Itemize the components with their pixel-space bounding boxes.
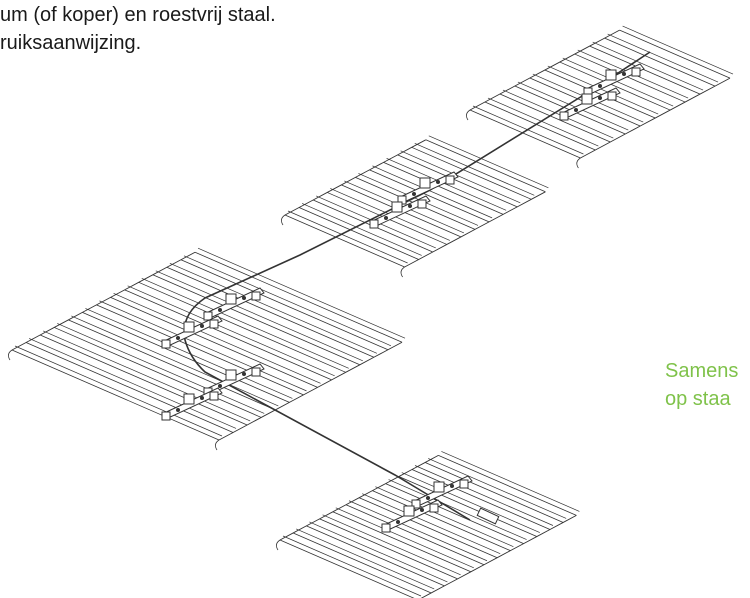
roof-clamp-2 bbox=[559, 87, 621, 121]
document-text-line-1: um (of koper) en roestvrij staal. bbox=[0, 4, 276, 26]
corrugated-roof-panels bbox=[8, 25, 734, 598]
wire-terminal bbox=[476, 507, 500, 525]
roof-clamp-10 bbox=[381, 499, 443, 533]
conductor-and-clamps bbox=[161, 51, 651, 533]
roof-panel-top-right bbox=[466, 25, 734, 169]
figure-caption-line-1: Samens bbox=[665, 360, 739, 382]
roof-clamp-4 bbox=[369, 195, 431, 229]
roof-clamp-8 bbox=[161, 387, 223, 421]
roof-panel-left bbox=[8, 247, 406, 451]
roof-clamp-6 bbox=[161, 315, 223, 349]
document-text-line-2: ruiksaanwijzing. bbox=[0, 32, 142, 54]
conductor-wire bbox=[183, 51, 651, 521]
roof-clamp-1 bbox=[583, 63, 645, 97]
roof-clamp-5 bbox=[203, 287, 265, 321]
roof-clamp-7 bbox=[203, 363, 265, 397]
figure-caption-line-2: op staa bbox=[665, 388, 731, 410]
roof-clamp-9 bbox=[411, 475, 473, 509]
roof-clamp-3 bbox=[397, 171, 459, 205]
roof-panel-bottom bbox=[276, 451, 580, 598]
